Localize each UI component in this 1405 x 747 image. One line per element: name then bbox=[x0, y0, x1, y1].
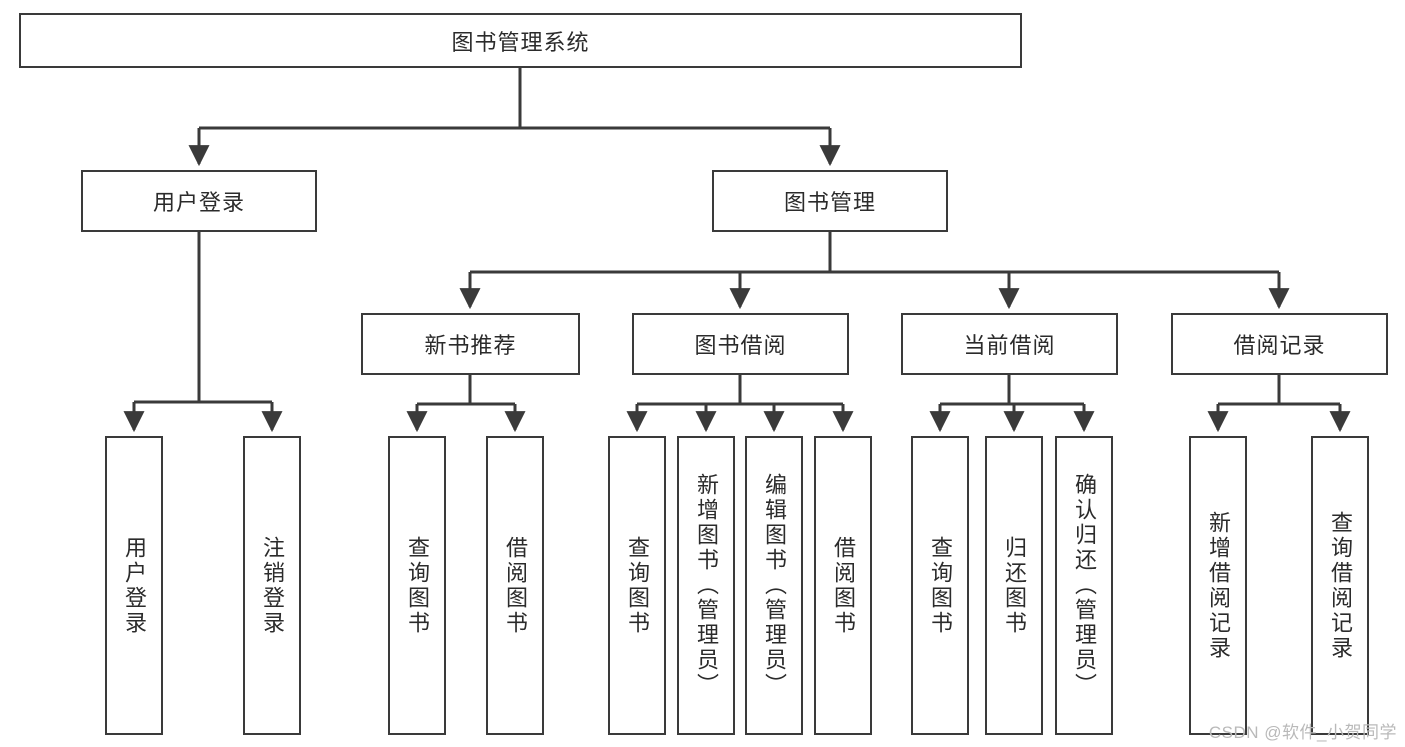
leaf-add-book-admin-label: 新增图书（管理员） bbox=[694, 473, 719, 698]
leaf-borrow-book-newbook-label: 借阅图书 bbox=[503, 535, 528, 636]
leaf-query-book-borrow-label: 查询图书 bbox=[625, 535, 650, 636]
node-new-book-recommend[interactable]: 新书推荐 bbox=[361, 313, 580, 375]
leaf-query-book-newbook-label: 查询图书 bbox=[405, 535, 430, 636]
leaf-user-login[interactable]: 用户登录 bbox=[105, 436, 163, 735]
leaf-query-book-current-label: 查询图书 bbox=[928, 535, 953, 636]
leaf-logout-label: 注销登录 bbox=[260, 535, 285, 636]
leaf-confirm-return-admin[interactable]: 确认归还（管理员） bbox=[1055, 436, 1113, 735]
leaf-return-book-label: 归还图书 bbox=[1002, 535, 1027, 636]
node-book-management-label: 图书管理 bbox=[783, 190, 876, 215]
leaf-add-borrow-record[interactable]: 新增借阅记录 bbox=[1189, 436, 1247, 735]
leaf-user-login-label: 用户登录 bbox=[122, 535, 147, 636]
node-user-login[interactable]: 用户登录 bbox=[81, 170, 317, 232]
leaf-add-borrow-record-label: 新增借阅记录 bbox=[1206, 510, 1231, 661]
leaf-borrow-book-label: 借阅图书 bbox=[831, 535, 856, 636]
leaf-query-borrow-record[interactable]: 查询借阅记录 bbox=[1311, 436, 1369, 735]
leaf-return-book[interactable]: 归还图书 bbox=[985, 436, 1043, 735]
leaf-query-borrow-record-label: 查询借阅记录 bbox=[1328, 510, 1353, 661]
leaf-query-book-newbook[interactable]: 查询图书 bbox=[388, 436, 446, 735]
leaf-edit-book-admin-label: 编辑图书（管理员） bbox=[762, 473, 787, 698]
node-current-borrow-label: 当前借阅 bbox=[963, 333, 1056, 358]
node-root[interactable]: 图书管理系统 bbox=[19, 13, 1022, 68]
leaf-query-book-current[interactable]: 查询图书 bbox=[911, 436, 969, 735]
leaf-edit-book-admin[interactable]: 编辑图书（管理员） bbox=[745, 436, 803, 735]
leaf-borrow-book-newbook[interactable]: 借阅图书 bbox=[486, 436, 544, 735]
leaf-add-book-admin[interactable]: 新增图书（管理员） bbox=[677, 436, 735, 735]
leaf-query-book-borrow[interactable]: 查询图书 bbox=[608, 436, 666, 735]
leaf-borrow-book[interactable]: 借阅图书 bbox=[814, 436, 872, 735]
node-current-borrow[interactable]: 当前借阅 bbox=[901, 313, 1118, 375]
leaf-logout[interactable]: 注销登录 bbox=[243, 436, 301, 735]
node-book-borrow-label: 图书借阅 bbox=[694, 333, 787, 358]
node-borrow-records[interactable]: 借阅记录 bbox=[1171, 313, 1388, 375]
watermark: CSDN @软件_小贺同学 bbox=[1208, 723, 1397, 742]
node-user-login-label: 用户登录 bbox=[152, 190, 245, 215]
node-new-book-recommend-label: 新书推荐 bbox=[424, 333, 517, 358]
node-borrow-records-label: 借阅记录 bbox=[1233, 333, 1326, 358]
node-root-label: 图书管理系统 bbox=[451, 29, 590, 55]
node-book-management[interactable]: 图书管理 bbox=[712, 170, 948, 232]
node-book-borrow[interactable]: 图书借阅 bbox=[632, 313, 849, 375]
leaf-confirm-return-admin-label: 确认归还（管理员） bbox=[1072, 473, 1097, 698]
